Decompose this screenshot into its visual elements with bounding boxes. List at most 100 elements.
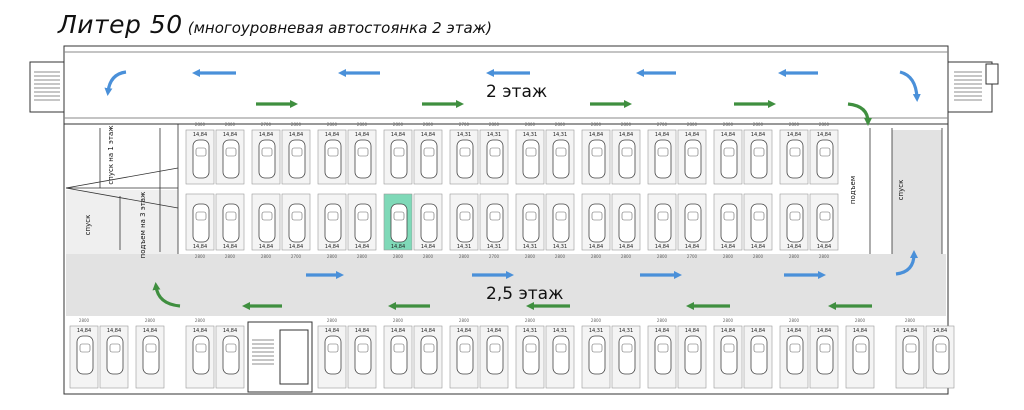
parking-space: 14,84 — [677, 193, 707, 251]
dimension-label: 2800 — [905, 318, 916, 323]
car-outline — [720, 139, 738, 179]
dimension-label: 2800 — [657, 318, 668, 323]
space-area-label: 14,31 — [457, 132, 471, 138]
car-outline — [902, 335, 920, 375]
dimension-label: 2800 — [723, 254, 734, 259]
car-outline — [552, 139, 570, 179]
parking-space: 14,84 — [135, 325, 165, 389]
car-outline — [192, 203, 210, 243]
space-area-label: 14,84 — [817, 132, 831, 138]
space-area-label: 14,84 — [259, 244, 273, 250]
space-area-label: 14,84 — [193, 244, 207, 250]
space-area-label: 14,84 — [355, 244, 369, 250]
car-windshield — [357, 211, 369, 221]
parking-space: 14,84 — [185, 193, 215, 251]
arrow-curve-green — [847, 102, 872, 126]
car-windshield — [225, 343, 237, 353]
car-windshield — [225, 211, 237, 221]
left-ramps — [65, 124, 943, 254]
car-windshield — [459, 343, 471, 353]
car-outline — [354, 335, 372, 375]
dimension-label: 2800 — [525, 122, 536, 127]
parking-space: 14,84 — [347, 129, 377, 185]
parking-space: 14,84 — [925, 325, 955, 389]
dimension-label: 2800 — [357, 254, 368, 259]
car-outline — [76, 335, 94, 375]
parking-space: 14,31 — [545, 129, 575, 185]
car-outline — [852, 335, 870, 375]
dimension-label: 2800 — [459, 254, 470, 259]
parking-space: 14,84 — [581, 193, 611, 251]
dimension-label: 2800 — [225, 122, 236, 127]
parking-space: 14,84 — [99, 325, 129, 389]
parking-space: 14,84 — [347, 193, 377, 251]
space-area-label: 14,84 — [721, 244, 735, 250]
space-area-label: 14,31 — [523, 328, 537, 334]
car-windshield — [555, 147, 567, 157]
space-area-label: 14,31 — [619, 328, 633, 334]
space-area-label: 14,84 — [903, 328, 917, 334]
car-outline — [258, 139, 276, 179]
car-windshield — [489, 147, 501, 157]
parking-space: 14,84 — [611, 193, 641, 251]
car-outline — [750, 203, 768, 243]
car-windshield — [621, 343, 633, 353]
car-outline — [106, 335, 124, 375]
car-windshield — [423, 147, 435, 157]
dimension-label: 2800 — [327, 318, 338, 323]
stairwell-lower — [247, 321, 313, 393]
dimension-label: 2800 — [687, 122, 698, 127]
parking-space: 14,84 — [479, 325, 509, 389]
car-outline — [390, 335, 408, 375]
car-windshield — [591, 211, 603, 221]
parking-space: 14,84 — [845, 325, 875, 389]
car-outline — [288, 139, 306, 179]
car-windshield — [555, 211, 567, 221]
car-outline — [456, 203, 474, 243]
parking-space: 14,31 — [515, 129, 545, 185]
car-windshield — [905, 343, 917, 353]
dimension-label: 2800 — [489, 122, 500, 127]
car-outline — [522, 203, 540, 243]
space-area-label: 14,84 — [391, 132, 405, 138]
space-area-label: 14,84 — [751, 328, 765, 334]
car-outline — [816, 139, 834, 179]
space-area-label: 14,84 — [223, 132, 237, 138]
space-area-label: 14,84 — [107, 328, 121, 334]
dimension-label: 2800 — [459, 318, 470, 323]
parking-space: 14,84 — [317, 193, 347, 251]
space-area-label: 14,84 — [853, 328, 867, 334]
space-area-label: 14,84 — [223, 244, 237, 250]
car-outline — [522, 139, 540, 179]
dimension-label: 2800 — [393, 122, 404, 127]
parking-space: 14,84 — [713, 325, 743, 389]
space-area-label: 14,84 — [685, 132, 699, 138]
car-outline — [354, 203, 372, 243]
dimension-label: 2800 — [225, 254, 236, 259]
driveway-lower — [66, 254, 946, 316]
plan-title: Литер 50 (многоуровневая автостоянка 2 э… — [58, 10, 492, 39]
car-windshield — [687, 211, 699, 221]
car-outline — [222, 203, 240, 243]
car-outline — [618, 335, 636, 375]
car-outline — [932, 335, 950, 375]
car-outline — [816, 203, 834, 243]
car-windshield — [489, 211, 501, 221]
parking-space: 14,84 — [281, 193, 311, 251]
parking-space: 14,31 — [449, 129, 479, 185]
dimension-label: 2800 — [79, 318, 90, 323]
car-windshield — [261, 147, 273, 157]
space-area-label: 14,84 — [193, 132, 207, 138]
space-area-label: 14,84 — [655, 328, 669, 334]
space-area-label: 14,84 — [223, 328, 237, 334]
car-windshield — [459, 211, 471, 221]
space-area-label: 14,84 — [589, 244, 603, 250]
space-area-label: 14,84 — [391, 244, 405, 250]
space-area-label: 14,84 — [721, 328, 735, 334]
car-windshield — [525, 343, 537, 353]
space-area-label: 14,31 — [553, 328, 567, 334]
car-outline — [456, 335, 474, 375]
space-area-label: 14,84 — [289, 244, 303, 250]
